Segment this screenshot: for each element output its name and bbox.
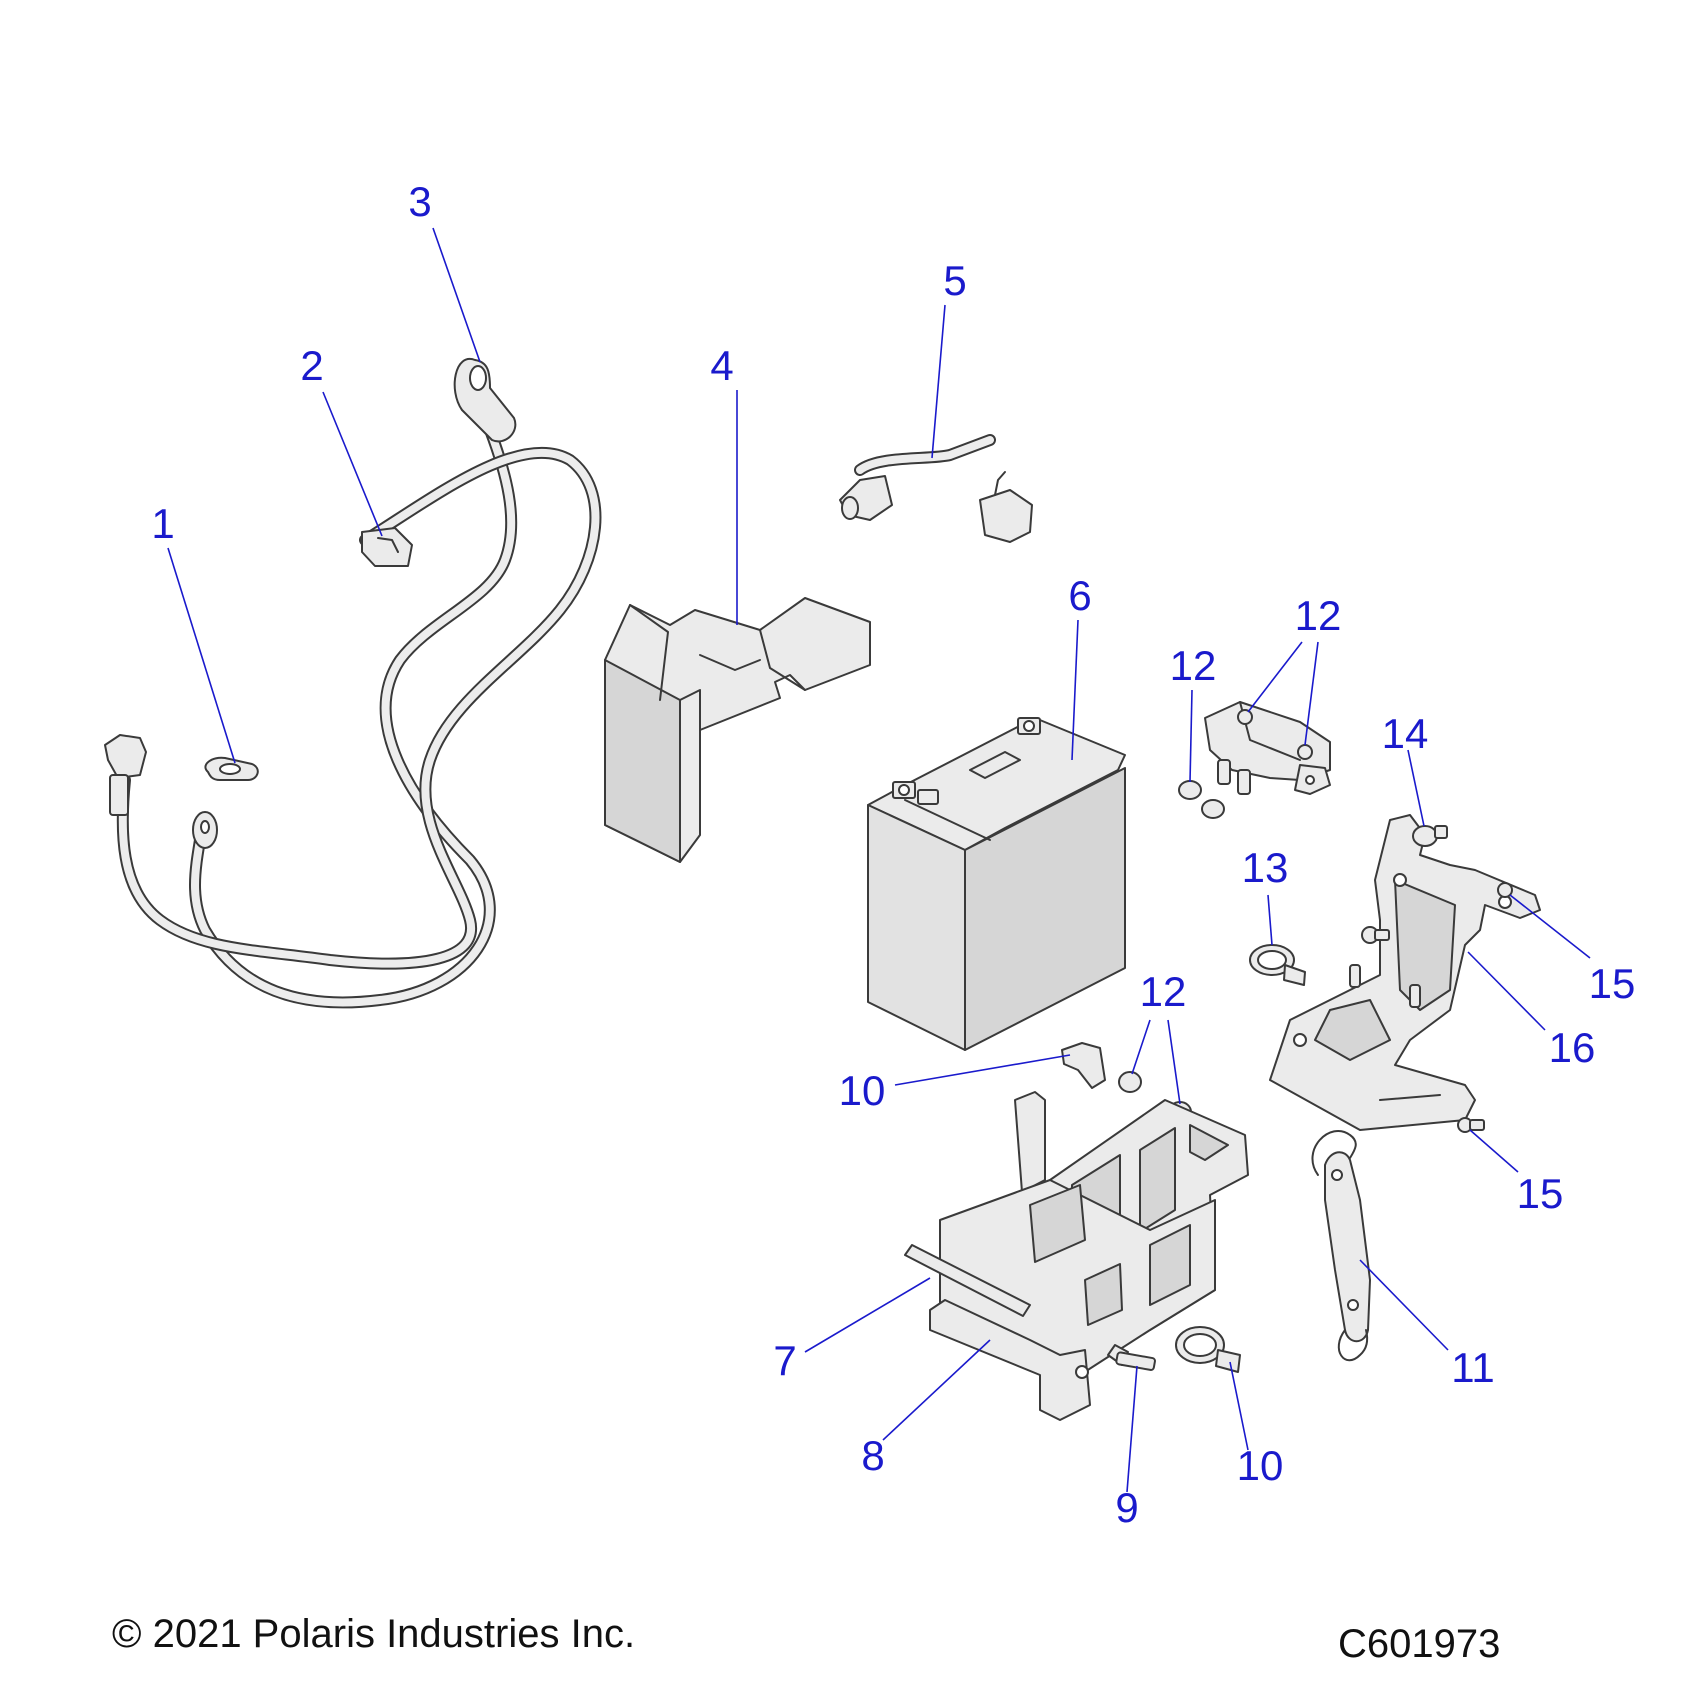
bolt-part-15-upper — [1497, 882, 1513, 898]
leader-9 — [1126, 1365, 1138, 1493]
leader-10b — [1229, 1361, 1249, 1451]
leader-8 — [882, 1339, 991, 1441]
bolt-part-15-left — [1361, 926, 1390, 944]
callout-2: 2 — [300, 342, 323, 389]
callout-14: 14 — [1382, 710, 1429, 757]
callout-6: 6 — [1068, 572, 1091, 619]
leader-7 — [804, 1277, 931, 1353]
solenoid-part-12 — [1204, 701, 1331, 795]
callout-11: 11 — [1451, 1344, 1495, 1391]
battery-cable-part-3 — [189, 357, 518, 1009]
callout-1: 1 — [151, 500, 174, 547]
copyright-notice: © 2021 Polaris Industries Inc. — [112, 1612, 636, 1656]
leader-16 — [1467, 951, 1546, 1031]
callout-10-lower: 10 — [1237, 1442, 1284, 1489]
terminal-boot-part-5 — [839, 434, 1033, 543]
callout-16: 16 — [1549, 1024, 1596, 1071]
mounting-bracket-part-16 — [1269, 814, 1541, 1131]
hose-clamp-part-10-lower — [1175, 1326, 1241, 1373]
callout-12-solenoid: 12 — [1295, 592, 1342, 639]
callout-9: 9 — [1115, 1484, 1138, 1531]
nut-part-12-tray-left — [1118, 1071, 1142, 1093]
clip-part-10-upper — [1061, 1042, 1106, 1089]
callout-4: 4 — [710, 342, 733, 389]
leader-12c-1 — [1131, 1019, 1151, 1075]
callout-13: 13 — [1242, 844, 1289, 891]
battery-cover-part-4 — [604, 597, 871, 863]
leader-1 — [167, 547, 236, 764]
leader-15a — [1509, 894, 1591, 959]
leader-3 — [432, 227, 481, 363]
leader-lines — [167, 227, 1591, 1493]
leader-6 — [1071, 619, 1079, 761]
callout-labels: 1 2 3 4 5 6 7 8 9 10 10 11 12 12 12 13 1… — [151, 178, 1635, 1531]
callout-12-loose-nuts: 12 — [1170, 642, 1217, 689]
stud-part-9 — [1107, 1344, 1156, 1371]
bolt-part-15-lower — [1457, 1117, 1485, 1133]
leader-12a-1 — [1247, 641, 1303, 713]
callout-12-tray: 12 — [1140, 968, 1187, 1015]
nut-part-14 — [1412, 825, 1448, 847]
leader-12c-2 — [1167, 1019, 1181, 1105]
callout-7: 7 — [773, 1337, 796, 1384]
callout-10-upper: 10 — [839, 1067, 886, 1114]
leader-11 — [1359, 1259, 1449, 1351]
battery-tray-part-7-8 — [904, 1091, 1249, 1421]
nuts-part-12-loose — [1178, 780, 1225, 819]
leader-14 — [1407, 749, 1425, 827]
leader-5 — [931, 304, 946, 459]
callout-3: 3 — [408, 178, 431, 225]
wire-clamp-part-1 — [204, 756, 259, 781]
cable-clip-part-2 — [361, 527, 413, 567]
callout-5: 5 — [943, 257, 966, 304]
drawing-number: C601973 — [1338, 1622, 1501, 1666]
hose-clamp-part-13 — [1249, 944, 1306, 986]
leader-10a — [894, 1054, 1071, 1086]
callout-15-lower: 15 — [1517, 1170, 1564, 1217]
battery-part-6 — [867, 717, 1126, 1051]
leader-12a-2 — [1304, 641, 1319, 746]
leader-15b — [1469, 1129, 1519, 1173]
battery-cable-part-1 — [104, 446, 602, 970]
battery-strap-part-11 — [1311, 1130, 1371, 1362]
callout-8: 8 — [861, 1432, 884, 1479]
leader-2 — [322, 391, 383, 537]
leader-12b — [1189, 689, 1193, 783]
leader-13 — [1267, 894, 1273, 946]
callout-15-upper: 15 — [1589, 960, 1636, 1007]
